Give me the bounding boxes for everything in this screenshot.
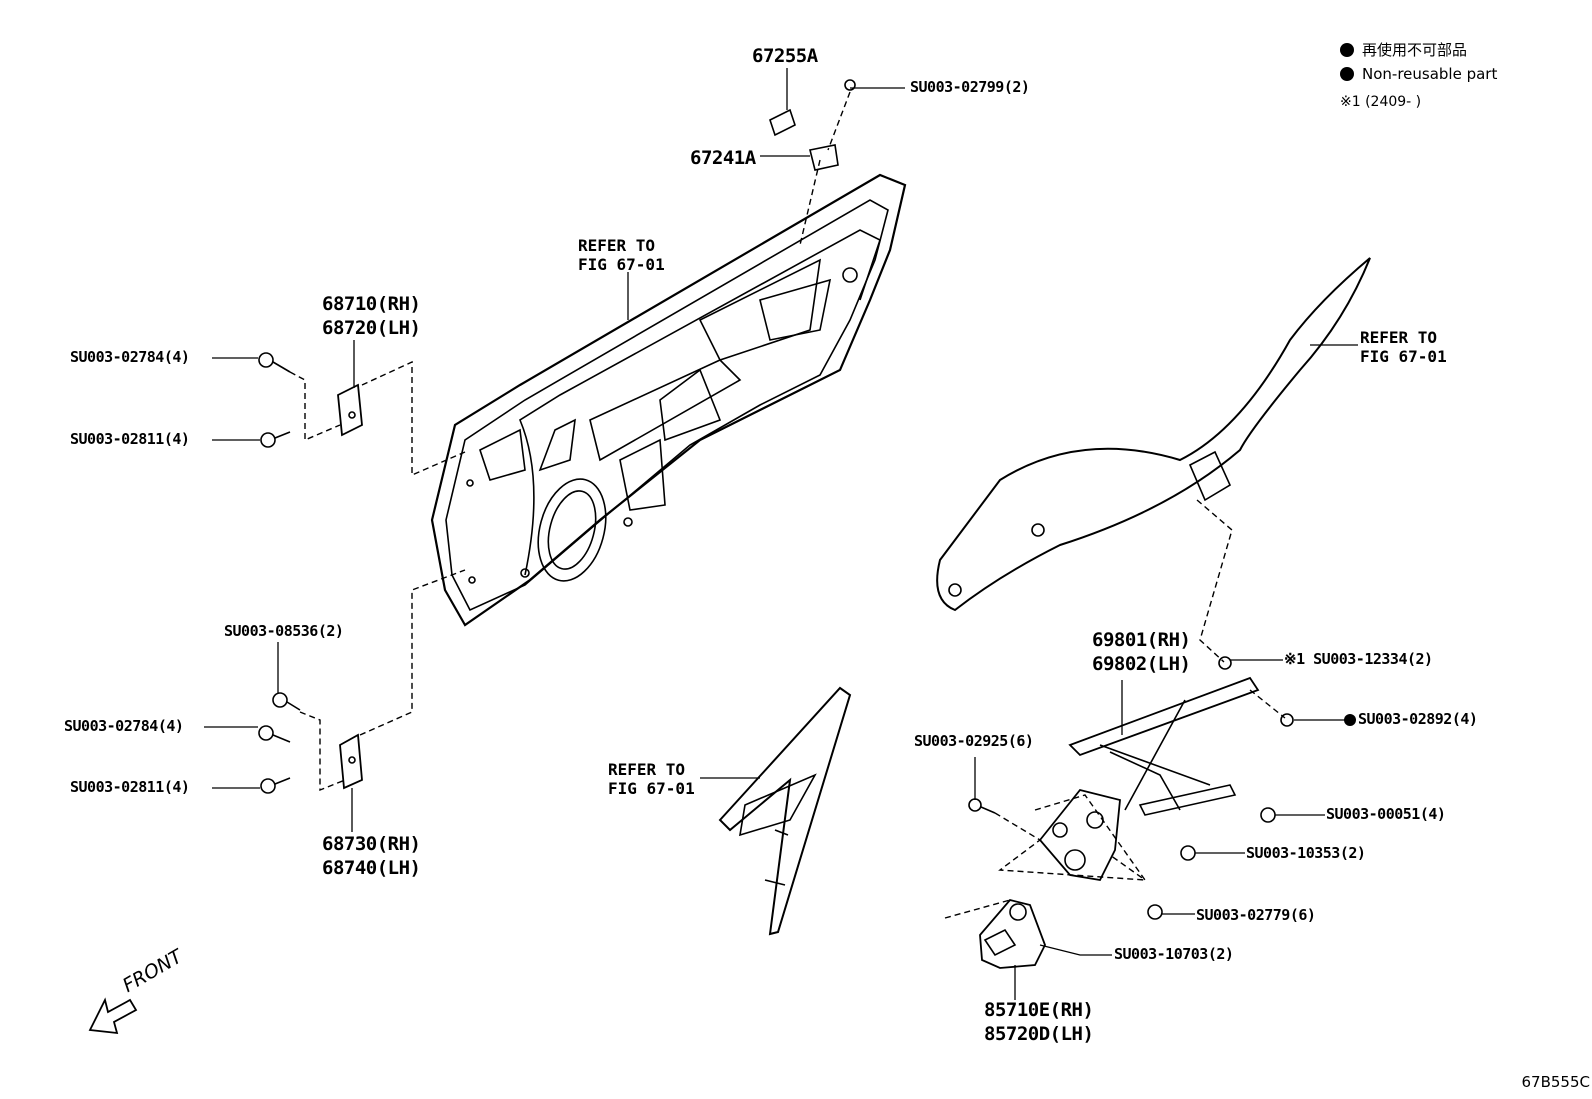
part-label-su003-10703[interactable]: SU003-10703(2) <box>1114 945 1234 963</box>
legend: 再使用不可部品 Non-reusable part ※1 (2409- ) <box>1340 38 1497 114</box>
door-glass <box>936 257 1371 612</box>
diagram-code: 67B555C <box>1521 1073 1590 1091</box>
part-label-su003-02892[interactable]: SU003-02892(4) <box>1344 710 1478 728</box>
hinge-lower-lh: 68740(LH) <box>322 857 421 879</box>
window-run <box>718 686 852 936</box>
su003-02892-text: SU003-02892(4) <box>1358 710 1478 728</box>
part-label-su003-02811-upper[interactable]: SU003-02811(4) <box>70 430 190 448</box>
refer-run-line1: REFER TO <box>608 760 686 779</box>
part-label-su003-12334[interactable]: ※1 SU003-12334(2) <box>1284 650 1433 668</box>
part-label-67255a[interactable]: 67255A <box>752 45 818 67</box>
part-label-su003-02925[interactable]: SU003-02925(6) <box>914 732 1034 750</box>
legend-row-en: Non-reusable part <box>1362 65 1498 83</box>
motor-lh: 85720D(LH) <box>984 1023 1094 1045</box>
part-label-regulator[interactable]: 69801(RH) 69802(LH) <box>1092 628 1191 676</box>
part-label-motor[interactable]: 85710E(RH) 85720D(LH) <box>984 998 1094 1046</box>
window-regulator <box>1038 676 1260 881</box>
part-label-su003-02779[interactable]: SU003-02779(6) <box>1196 906 1316 924</box>
part-label-su003-08536[interactable]: SU003-08536(2) <box>224 622 344 640</box>
front-arrow-icon <box>88 997 138 1035</box>
non-reusable-dot-icon <box>1340 43 1354 57</box>
motor-rh: 85710E(RH) <box>984 999 1094 1021</box>
regulator-lh: 69802(LH) <box>1092 653 1191 675</box>
hinge-upper-rh: 68710(RH) <box>322 293 421 315</box>
non-reusable-dot-icon <box>1344 713 1356 726</box>
refer-glass-label[interactable]: REFER TO FIG 67-01 <box>1360 328 1447 366</box>
refer-door-line2: FIG 67-01 <box>578 255 665 274</box>
lower-hinge <box>339 733 363 790</box>
part-label-su003-02784-lower[interactable]: SU003-02784(4) <box>64 717 184 735</box>
regulator-rh: 69801(RH) <box>1092 629 1191 651</box>
solid-leaders <box>204 68 1358 1000</box>
refer-door-label[interactable]: REFER TO FIG 67-01 <box>578 236 665 274</box>
legend-row-jp: 再使用不可部品 <box>1362 41 1468 59</box>
part-label-su003-02799[interactable]: SU003-02799(2) <box>910 78 1030 96</box>
hinge-upper-lh: 68720(LH) <box>322 317 421 339</box>
part-label-67241a[interactable]: 67241A <box>690 147 756 169</box>
hinge-lower-rh: 68730(RH) <box>322 833 421 855</box>
dashed-leaders <box>289 91 1286 919</box>
part-label-su003-02784-upper[interactable]: SU003-02784(4) <box>70 348 190 366</box>
part-label-su003-10353[interactable]: SU003-10353(2) <box>1246 844 1366 862</box>
legend-note: ※1 (2409- ) <box>1340 94 1422 110</box>
refer-run-line2: FIG 67-01 <box>608 779 695 798</box>
refer-glass-line2: FIG 67-01 <box>1360 347 1447 366</box>
refer-glass-line1: REFER TO <box>1360 328 1438 347</box>
upper-hinge <box>337 383 363 437</box>
non-reusable-dot-icon <box>1340 67 1354 81</box>
refer-run-label[interactable]: REFER TO FIG 67-01 <box>608 760 695 798</box>
part-label-lower-hinge[interactable]: 68730(RH) 68740(LH) <box>322 832 421 880</box>
part-label-upper-hinge[interactable]: 68710(RH) 68720(LH) <box>322 292 421 340</box>
part-label-su003-00051[interactable]: SU003-00051(4) <box>1326 805 1446 823</box>
refer-door-line1: REFER TO <box>578 236 656 255</box>
door-panel <box>430 173 907 627</box>
window-motor <box>979 898 1046 969</box>
part-label-su003-02811-lower[interactable]: SU003-02811(4) <box>70 778 190 796</box>
fastener-shapes <box>258 79 1294 920</box>
